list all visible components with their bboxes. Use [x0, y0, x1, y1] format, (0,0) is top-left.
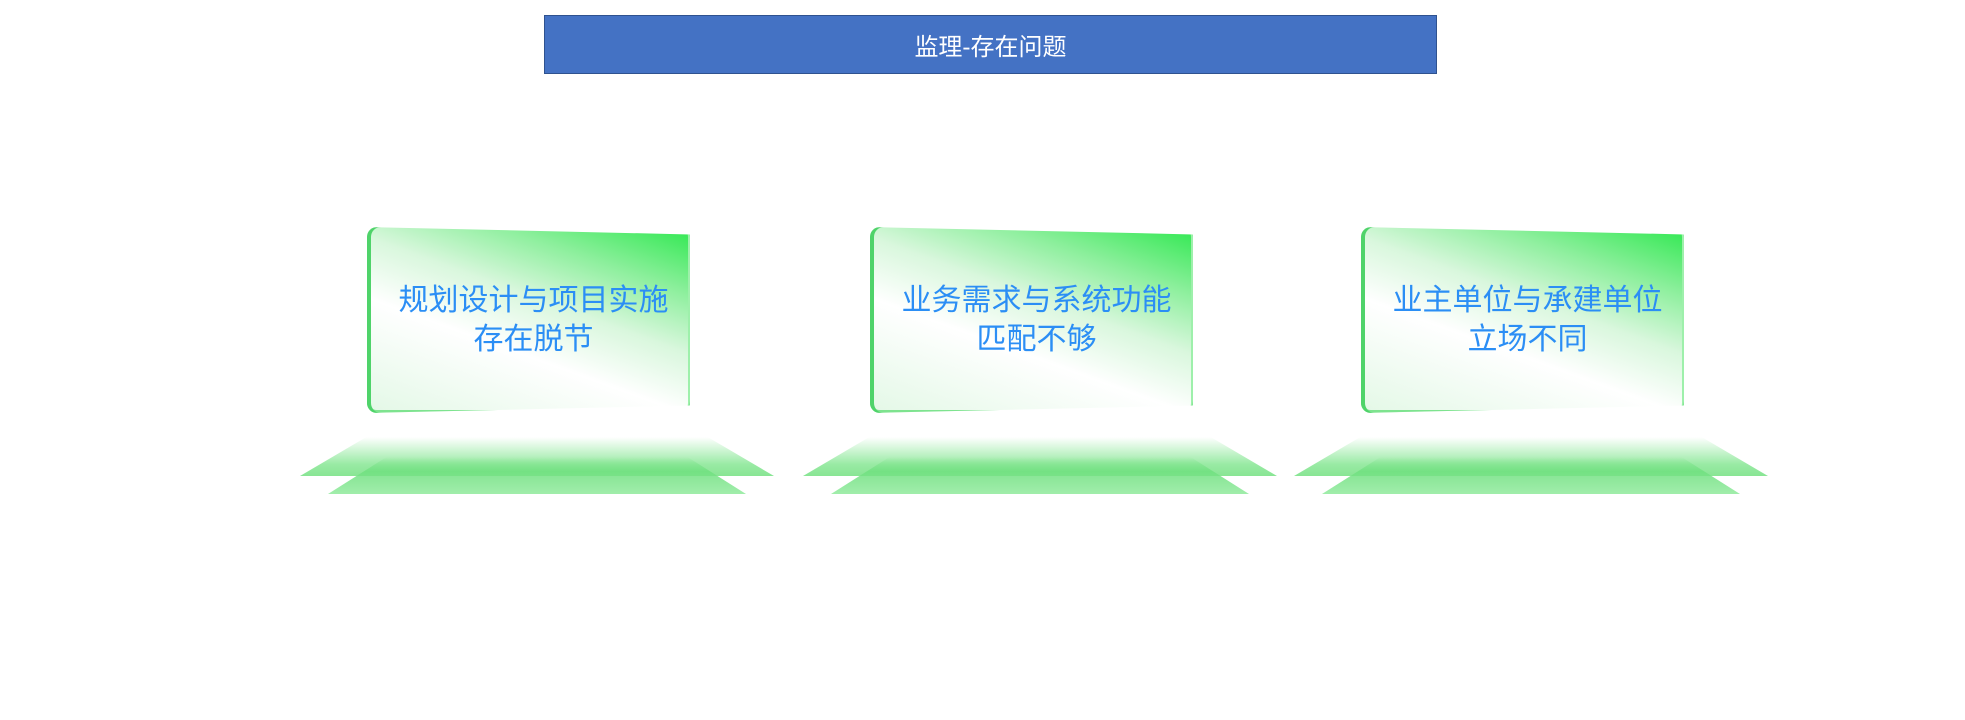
page-title: 监理-存在问题 [544, 15, 1437, 74]
platform-bottom [328, 457, 746, 494]
card-line-2: 存在脱节 [473, 322, 594, 357]
card-text: 规划设计与项目实施存在脱节 [367, 227, 690, 413]
card-line-2: 匹配不够 [976, 322, 1097, 357]
card-text: 业主单位与承建单位立场不同 [1361, 227, 1684, 413]
card-line-1: 规划设计与项目实施 [398, 283, 669, 318]
issue-card-2: 业务需求与系统功能匹配不够 [792, 220, 1277, 500]
card-panel [367, 227, 690, 413]
card-line-2: 立场不同 [1467, 322, 1588, 357]
card-line-1: 业务需求与系统功能 [901, 283, 1172, 318]
card-line-1: 业主单位与承建单位 [1392, 283, 1663, 318]
platform-bottom [831, 457, 1249, 494]
platform-bottom [1322, 457, 1740, 494]
issue-card-1: 规划设计与项目实施存在脱节 [289, 220, 774, 500]
card-text: 业务需求与系统功能匹配不够 [870, 227, 1193, 413]
issue-card-3: 业主单位与承建单位立场不同 [1283, 220, 1768, 500]
card-panel [1361, 227, 1684, 413]
card-panel [870, 227, 1193, 413]
